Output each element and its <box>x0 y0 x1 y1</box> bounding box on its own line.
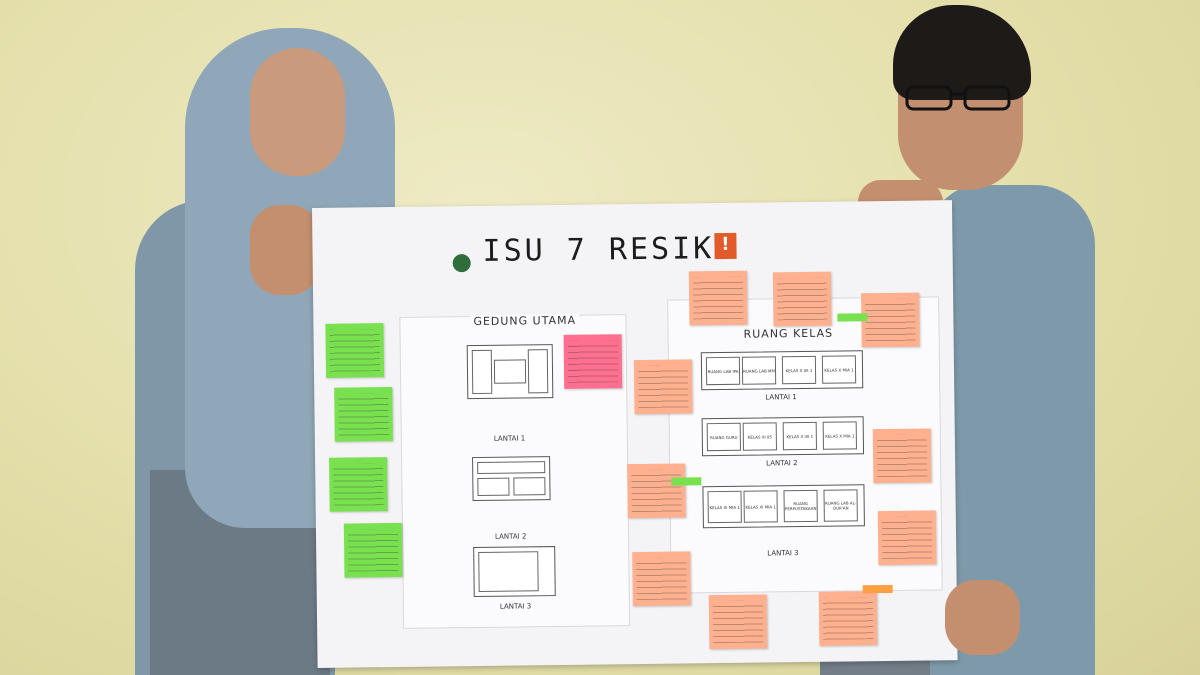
sticky-note-green <box>325 323 385 378</box>
room-lab-alquran: RUANG LAB AL-QUR'AN <box>823 489 858 522</box>
room-class: KELAS XI MIA 1 <box>707 490 742 524</box>
main-building-floor-1-label: LANTAI 1 <box>493 434 526 443</box>
room-block <box>527 349 549 394</box>
person-right-hand-bottom <box>945 580 1020 655</box>
classroom-floor-2: RUANG GURU KELAS XI IIS KELAS X IIS 1 KE… <box>701 416 865 457</box>
sticky-note-orange <box>818 591 878 646</box>
room-class: KELAS X IIS 1 <box>781 355 817 385</box>
school-logo-icon <box>452 254 471 273</box>
poster-board: ISU 7 RESIKO ! GEDUNG UTAMA LANTAI 1 LAN… <box>312 200 958 668</box>
classroom-floor-1-label: LANTAI 1 <box>765 393 797 402</box>
room-class: KELAS XI MIA 1 <box>743 490 778 523</box>
sticky-note-orange <box>688 270 748 326</box>
flag-tab-orange <box>862 584 893 594</box>
room-guru: RUANG GURU <box>706 422 741 452</box>
sticky-note-orange <box>633 359 693 415</box>
main-building-floor-2 <box>472 456 551 502</box>
sticky-note-orange <box>861 292 920 348</box>
main-building-floor-1 <box>466 344 554 400</box>
sticky-note-orange <box>632 551 691 607</box>
room-lab-mm: RUANG LAB MM <box>741 356 777 385</box>
flag-tab-green <box>837 313 868 322</box>
warning-icon: ! <box>714 232 737 260</box>
sticky-note-orange <box>877 510 937 566</box>
classroom-floor-2-label: LANTAI 2 <box>766 459 798 468</box>
main-building-floor-3 <box>473 546 556 598</box>
room-class: KELAS X MIA 1 <box>822 421 857 450</box>
classroom-floor-1: RUANG LAB IPA RUANG LAB MM KELAS X IIS 1… <box>700 350 864 391</box>
room-block <box>471 349 493 395</box>
main-building-label: GEDUNG UTAMA <box>470 313 580 329</box>
room-block <box>477 461 546 475</box>
sticky-note-orange <box>708 594 768 650</box>
room-block <box>477 477 510 496</box>
person-left-face <box>250 48 345 176</box>
classroom-floor-3-label: LANTAI 3 <box>767 549 799 558</box>
room-block <box>493 359 527 384</box>
room-class: KELAS XI IIS <box>742 422 777 451</box>
poster-title: ISU 7 RESIKO <box>482 230 736 269</box>
room-class: KELAS X MIA 1 <box>821 355 857 384</box>
sticky-note-orange <box>772 271 832 327</box>
main-building-floor-3-label: LANTAI 3 <box>499 602 532 611</box>
classroom-label: RUANG KELAS <box>740 326 837 341</box>
room-class: KELAS X IIS 1 <box>782 421 817 451</box>
room-block <box>513 477 546 496</box>
glasses-icon <box>905 85 1011 111</box>
sticky-note-pink <box>563 334 623 389</box>
sticky-note-green <box>334 387 393 442</box>
room-perpustakaan: RUANG PERPUSTAKAAN <box>783 489 818 523</box>
sticky-note-green <box>343 522 403 578</box>
room-block <box>478 551 539 592</box>
room-lab-ipa: RUANG LAB IPA <box>705 356 741 386</box>
sticky-note-green <box>329 457 388 512</box>
sticky-note-orange <box>627 463 686 519</box>
sticky-note-orange <box>872 428 932 484</box>
person-left-hand <box>250 205 320 295</box>
flag-tab-green <box>671 477 702 486</box>
main-building-floor-2-label: LANTAI 2 <box>494 532 527 541</box>
classroom-floor-3: KELAS XI MIA 1 KELAS XI MIA 1 RUANG PERP… <box>702 484 865 529</box>
